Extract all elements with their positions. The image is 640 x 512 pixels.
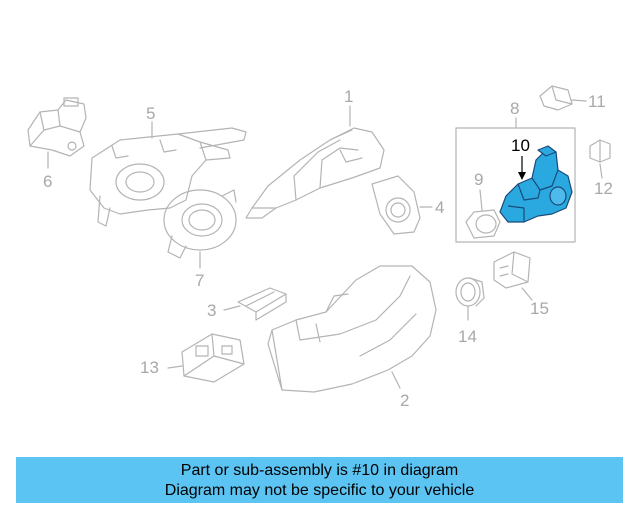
part-14-ring (455, 277, 485, 307)
callout-12: 12 (594, 179, 613, 198)
banner-disclaimer-text: Diagram may not be specific to your vehi… (164, 482, 475, 499)
part-12-cap (589, 139, 611, 163)
callout-8: 8 (510, 99, 520, 118)
part-10-ignition-switch (499, 145, 573, 223)
part-3-connector (237, 287, 287, 321)
callout-14: 14 (458, 327, 477, 346)
part-5-combination-switch (89, 127, 247, 227)
banner-part-text: Part or sub-assembly is #10 in diagram (180, 462, 459, 479)
part-15-connector (493, 251, 531, 289)
callout-6: 6 (43, 172, 53, 191)
info-banner: Part or sub-assembly is #10 in diagram D… (16, 457, 623, 503)
callout-2: 2 (400, 391, 410, 410)
part-6-switch-bracket (27, 97, 87, 157)
callout-4: 4 (435, 198, 445, 217)
part-13-switch-module (181, 333, 245, 383)
part-9-lock-cylinder (465, 209, 501, 239)
part-1-upper-cover (245, 127, 385, 219)
callout-1: 1 (344, 87, 354, 106)
part-4-trim-ring (371, 175, 421, 235)
callout-5: 5 (146, 104, 156, 123)
part-7-clock-spring (163, 189, 237, 259)
callout-15: 15 (530, 299, 549, 318)
callout-13: 13 (140, 358, 159, 377)
callout-10: 10 (511, 136, 530, 155)
callout-7: 7 (195, 271, 205, 290)
callout-11: 11 (588, 92, 606, 111)
part-2-lower-cover (267, 265, 437, 393)
callout-9: 9 (474, 170, 484, 189)
part-11-clip (539, 85, 573, 111)
callout-3: 3 (207, 301, 217, 320)
